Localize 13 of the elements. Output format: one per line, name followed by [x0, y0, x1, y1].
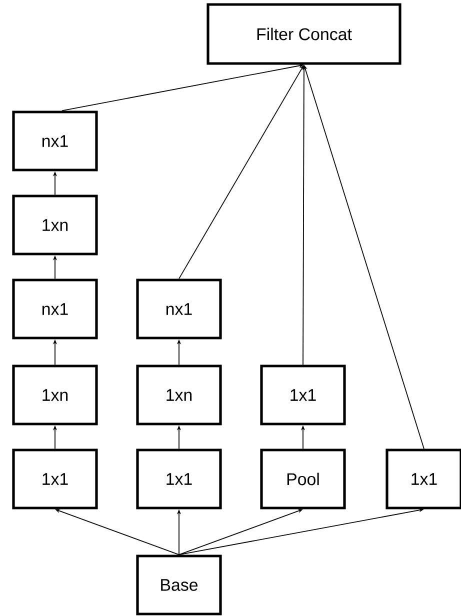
- layer-box: Pool: [260, 448, 346, 510]
- layer-box: 1x1: [386, 448, 461, 510]
- layer-box: nx1: [12, 278, 98, 340]
- layer-box: 1xn: [136, 364, 222, 426]
- layer-box: 1x1: [136, 448, 222, 510]
- layer-box: 1xn: [12, 364, 98, 426]
- layer-box: 1xn: [12, 194, 98, 256]
- layer-box: nx1: [12, 110, 98, 172]
- layer-box: 1x1: [260, 364, 346, 426]
- layer-box: 1x1: [12, 448, 98, 510]
- input-box: Base: [136, 554, 222, 616]
- concat-box: Filter Concat: [206, 3, 402, 65]
- layer-box: nx1: [136, 278, 222, 340]
